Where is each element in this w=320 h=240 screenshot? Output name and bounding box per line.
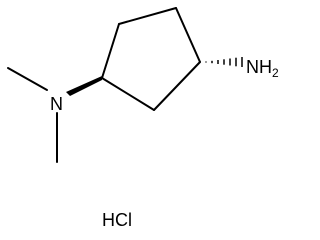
n-methyl-bond-upper [7, 67, 48, 91]
amine-label: NH2 [246, 57, 279, 80]
ring-bond-c1-c2 [118, 7, 177, 25]
ring-bond-c5-c1 [101, 23, 120, 79]
chemical-structure: NH2 N HCl [0, 0, 299, 240]
ring-bond-c3-c4 [153, 61, 201, 111]
ring-bond-c2-c3 [175, 7, 201, 63]
solid-wedge-bond-dimethylamine [66, 76, 102, 96]
canvas-background [0, 0, 299, 240]
salt-label: HCl [102, 210, 132, 230]
amine-subscript: 2 [272, 66, 279, 80]
ring-bond-c4-c5 [101, 77, 155, 111]
hashed-wedge-bond-amine [205, 57, 243, 67]
dimethylamine-nitrogen-label: N [50, 94, 63, 114]
